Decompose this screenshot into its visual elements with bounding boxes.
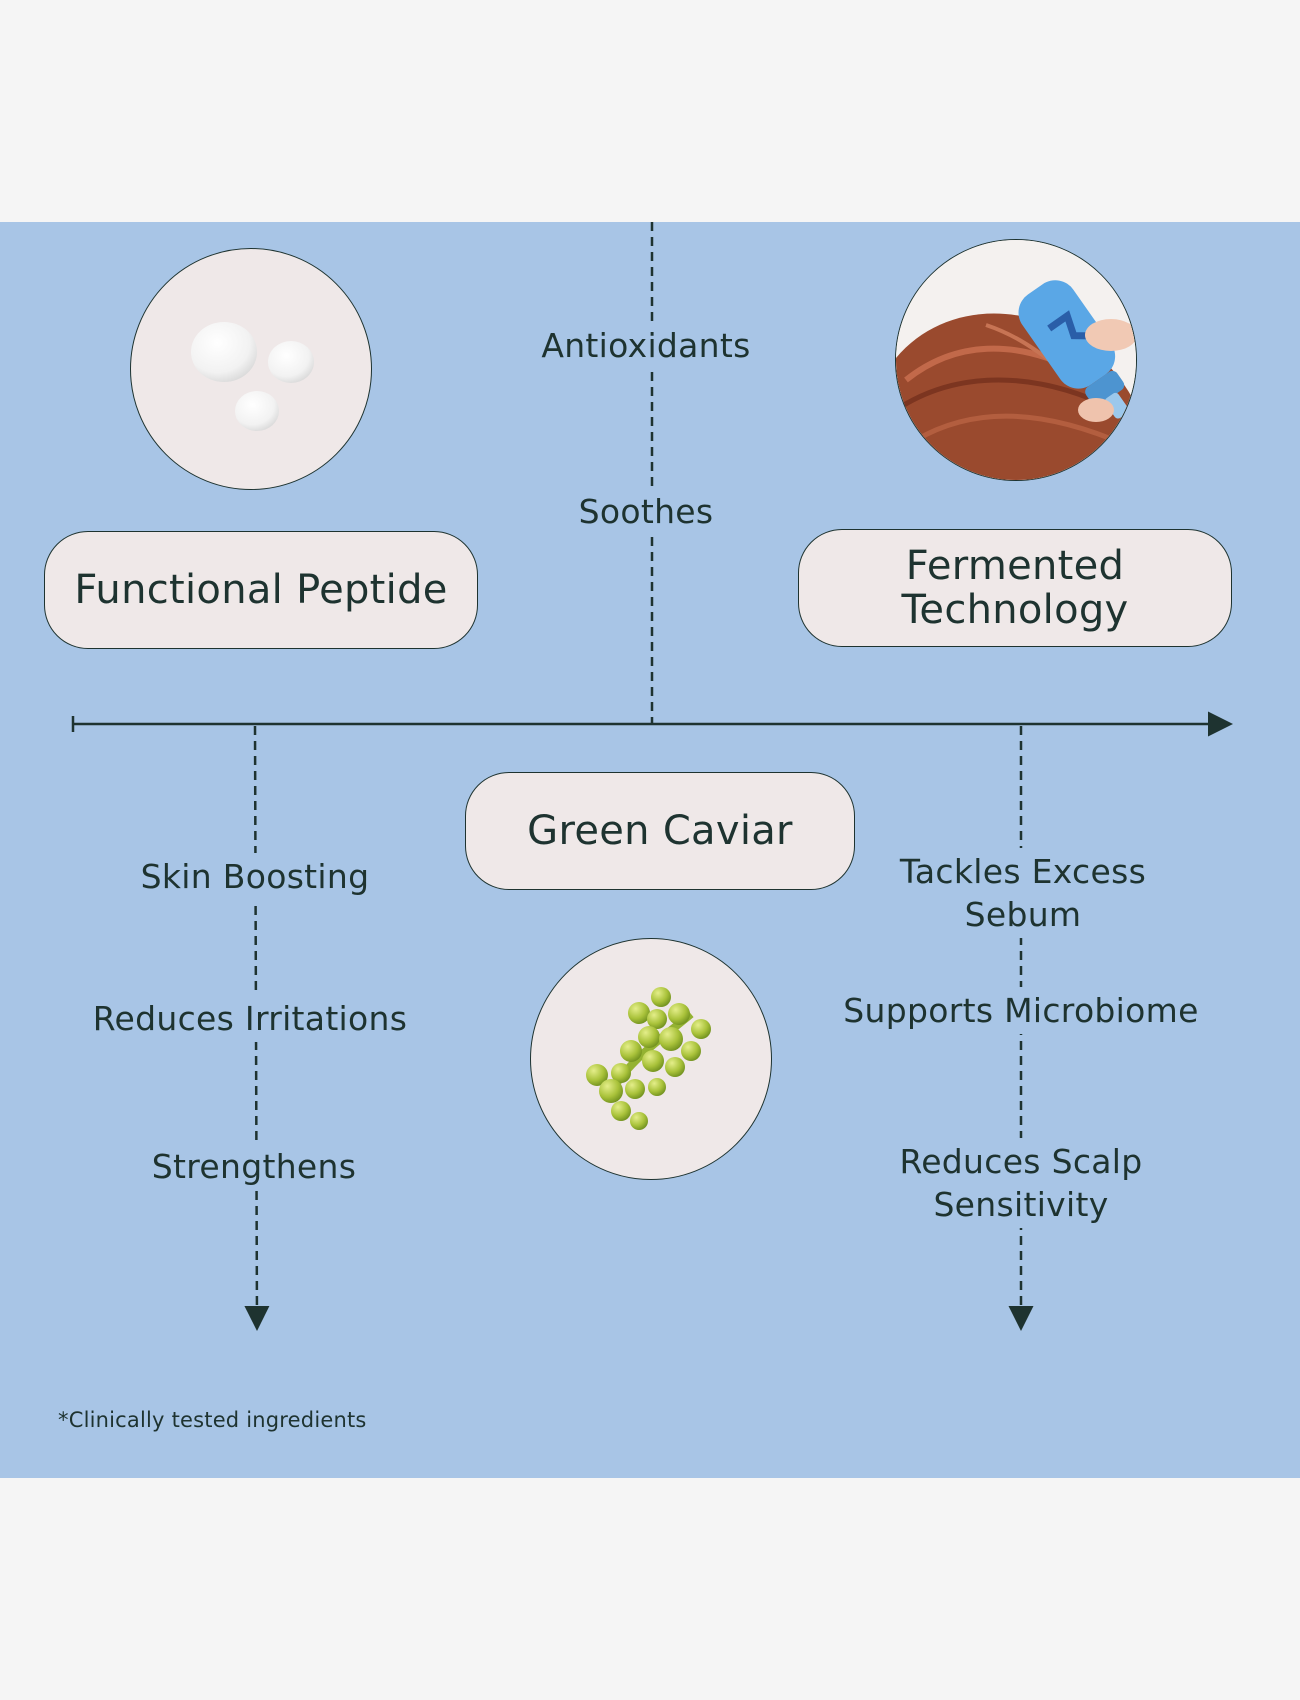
footnote: *Clinically tested ingredients	[58, 1408, 367, 1432]
green-caviar-image	[530, 938, 772, 1180]
benefit-reduces-irritations: Reduces Irritations	[90, 995, 410, 1042]
fermented-technology-image	[895, 239, 1137, 481]
benefit-antioxidants: Antioxidants	[540, 322, 752, 369]
benefit-strengthens: Strengthens	[148, 1143, 360, 1190]
white-cream-drops-icon	[191, 322, 314, 431]
hair-serum-application-photo	[896, 240, 1136, 480]
benefit-skin-boosting: Skin Boosting	[130, 853, 380, 900]
green-caviar-pill: Green Caviar	[465, 772, 855, 890]
benefit-reduces-scalp-sensitivity: Reduces Scalp Sensitivity	[890, 1138, 1152, 1228]
functional-peptide-label: Functional Peptide	[74, 567, 448, 613]
functional-peptide-pill: Functional Peptide	[44, 531, 478, 649]
benefit-tackles-excess-sebum: Tackles Excess Sebum	[878, 848, 1168, 938]
fermented-technology-pill: Fermented Technology	[798, 529, 1232, 647]
benefit-soothes: Soothes	[565, 488, 727, 535]
green-caviar-label: Green Caviar	[527, 808, 793, 854]
green-caviar-seaweed-icon	[586, 987, 711, 1130]
benefit-supports-microbiome: Supports Microbiome	[833, 987, 1209, 1034]
functional-peptide-image	[130, 248, 372, 490]
ingredients-diagram: Functional Peptide Fermented Technology …	[0, 222, 1300, 1478]
fermented-technology-label: Fermented Technology	[901, 543, 1129, 633]
